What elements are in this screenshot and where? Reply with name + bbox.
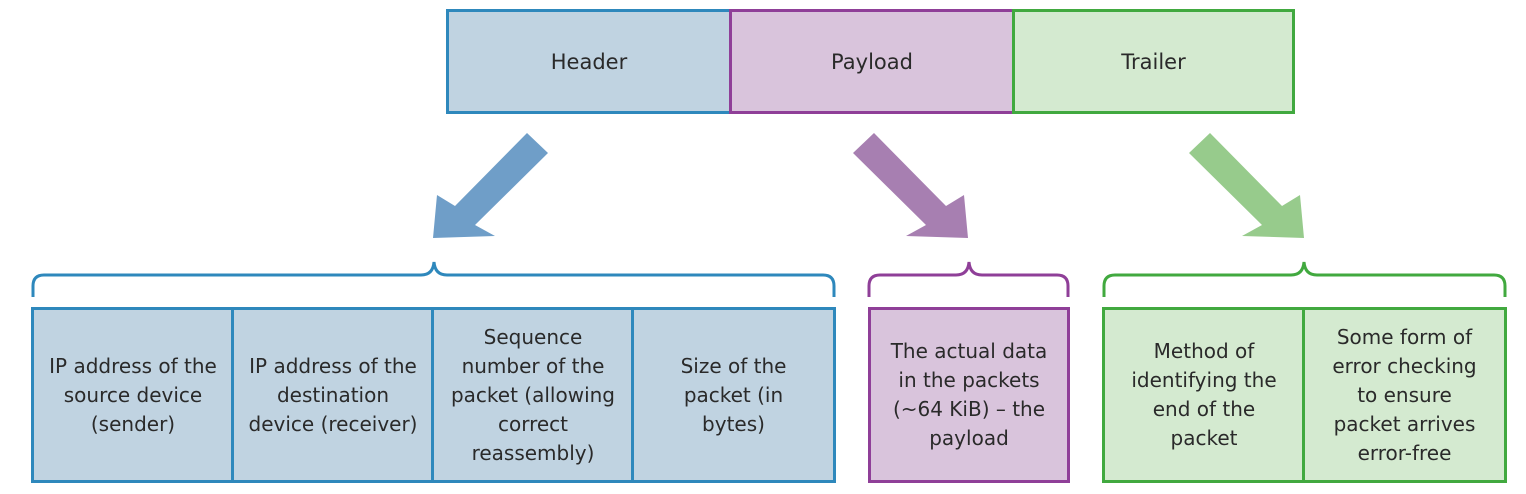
payload-brace [867, 261, 1070, 297]
header-field-packet-size-text: Size of the packet (in bytes) [680, 353, 787, 436]
trailer-field-error-check: Some form of error checking to ensure pa… [1305, 310, 1504, 480]
trailer-arrow [1189, 133, 1304, 238]
header-field-destination-ip-text: IP address of the destination device (re… [248, 353, 418, 436]
trailer-field-end-marker-text: Method of identifying the end of the pac… [1131, 339, 1277, 450]
packet-header-label: Header [550, 49, 628, 74]
header-brace [31, 261, 836, 297]
header-field-packet-size: Size of the packet (in bytes) [634, 310, 833, 480]
trailer-divider [1302, 310, 1305, 480]
trailer-brace [1102, 261, 1507, 297]
packet-payload-segment: Payload [729, 9, 1015, 114]
payload-arrow [853, 133, 968, 238]
header-divider-2 [431, 310, 434, 480]
header-divider-1 [231, 310, 234, 480]
header-arrow [433, 133, 548, 238]
header-field-destination-ip: IP address of the destination device (re… [234, 310, 432, 480]
packet-trailer-segment: Trailer [1012, 9, 1295, 114]
trailer-field-end-marker: Method of identifying the end of the pac… [1105, 310, 1303, 480]
header-field-source-ip-text: IP address of the source device (sender) [49, 353, 217, 436]
packet-header-segment: Header [446, 9, 732, 114]
header-field-source-ip: IP address of the source device (sender) [34, 310, 232, 480]
header-field-sequence-number-text: Sequence number of the packet (allowing … [450, 324, 615, 465]
trailer-field-error-check-text: Some form of error checking to ensure pa… [1332, 324, 1477, 465]
payload-field: The actual data in the packets (~64 KiB)… [868, 307, 1070, 483]
packet-payload-label: Payload [831, 49, 913, 74]
header-field-sequence-number: Sequence number of the packet (allowing … [434, 310, 632, 480]
header-divider-3 [631, 310, 634, 480]
packet-trailer-label: Trailer [1121, 49, 1186, 74]
payload-field-text: The actual data in the packets (~64 KiB)… [890, 339, 1048, 450]
